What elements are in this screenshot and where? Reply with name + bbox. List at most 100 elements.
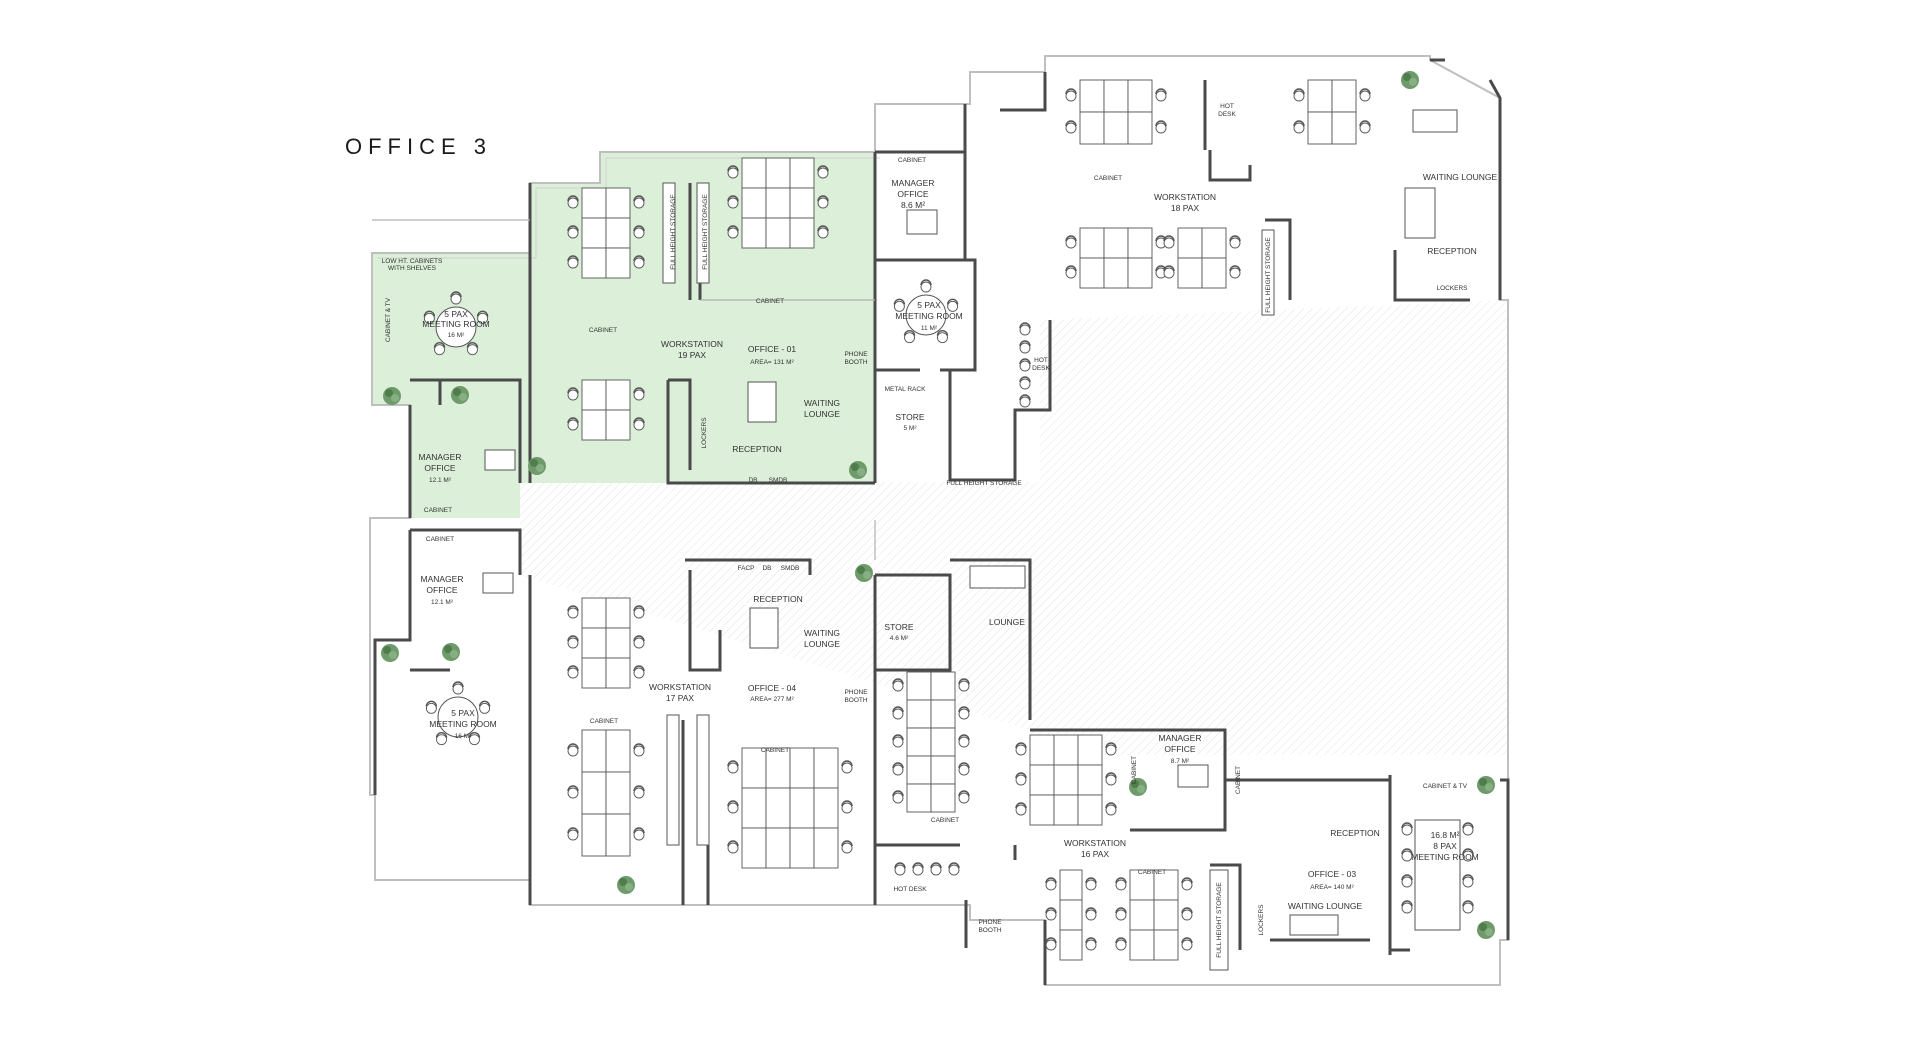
meeting-room-02-label-2: MEETING ROOM (895, 311, 963, 321)
workstation-04-label-1: WORKSTATION (649, 682, 711, 692)
cabinet-01-label: CABINET (424, 507, 452, 514)
chair (958, 790, 970, 804)
cabinet-03b-label: CABINET (1131, 756, 1138, 784)
meeting-table-office-03 (1414, 819, 1461, 931)
desk (1127, 79, 1153, 113)
desk (906, 783, 932, 813)
chair (1401, 822, 1413, 836)
cabinet-04c-label: CABINET (761, 747, 789, 754)
manager-office-04-label-2: OFFICE (426, 585, 457, 595)
chair (841, 760, 853, 774)
reception-02-label: RECEPTION (1427, 246, 1477, 256)
meeting-table-office-01 (435, 306, 477, 348)
phone-booth-01-label-2: BOOTH (844, 359, 867, 366)
chair (892, 678, 904, 692)
desk (906, 699, 932, 729)
chair (841, 800, 853, 814)
waiting-lounge-02-label: WAITING LOUNGE (1423, 172, 1498, 182)
db-04-label: DB (762, 565, 771, 572)
full-height-storage-02b-label: FULL HEIGHT STORAGE (946, 480, 1022, 487)
desk (1153, 899, 1179, 931)
meeting-room-03-label-3: MEETING ROOM (1411, 852, 1479, 862)
chair (1462, 900, 1474, 914)
desk (741, 217, 767, 249)
chair (567, 255, 579, 269)
manager-office-03-label-3: 8.7 M² (1171, 758, 1190, 765)
cabinet-01c-label: CABINET (756, 298, 784, 305)
desk (930, 671, 956, 701)
facp-04-label: FACP (738, 565, 755, 572)
desk (741, 787, 767, 829)
chair (633, 225, 645, 239)
chair (1065, 88, 1077, 102)
phone-booth-04-label-1: PHONE (844, 689, 868, 696)
workstation-01-label-2: 19 PAX (678, 350, 707, 360)
hot-desk-02b-label-2: DESK (1218, 111, 1236, 118)
chair (466, 341, 479, 356)
chair (1045, 877, 1057, 891)
desk (1127, 227, 1153, 259)
chair (433, 341, 446, 356)
desk (605, 729, 631, 773)
manager-office-03-label-2: OFFICE (1164, 744, 1195, 754)
full-height-storage-02 (1261, 229, 1275, 316)
desk (906, 755, 932, 785)
office-03-name: OFFICE - 03 (1308, 869, 1356, 879)
reception-01-label: RECEPTION (732, 444, 782, 454)
chair (633, 195, 645, 209)
desk (581, 729, 607, 773)
desk (581, 379, 607, 411)
desk (1201, 257, 1227, 289)
desk (1059, 929, 1083, 961)
desk (765, 217, 791, 249)
desk (789, 787, 815, 829)
desk-manager-04 (482, 572, 514, 594)
cabinet-04d-label: CABINET (931, 817, 959, 824)
desk (581, 247, 607, 279)
store-04-label-1: STORE (884, 622, 913, 632)
chair (633, 785, 645, 799)
desk-manager-02 (906, 209, 938, 235)
desk (1077, 764, 1103, 796)
full-height-storage-01b (696, 182, 710, 284)
manager-office-02-label-1: MANAGER (892, 178, 935, 188)
office-03-walls (1030, 728, 1510, 985)
desk (1129, 869, 1155, 901)
chair (1401, 900, 1413, 914)
waiting-lounge-01-label-2: LOUNGE (804, 409, 840, 419)
desk (930, 755, 956, 785)
chair (958, 706, 970, 720)
desk (1127, 257, 1153, 289)
plant-icon (1401, 71, 1419, 89)
chair (567, 665, 579, 679)
store-02-label-2: 5 M² (904, 425, 918, 432)
chair (958, 762, 970, 776)
desk (741, 747, 767, 789)
phone-booth-01-label-1: PHONE (844, 351, 868, 358)
manager-office-01-label-3: 12.1 M² (429, 477, 452, 484)
manager-office-01-label-1: MANAGER (419, 452, 462, 462)
chair (567, 387, 579, 401)
desk (906, 671, 932, 701)
desk (1079, 79, 1105, 113)
chair (633, 605, 645, 619)
chair (936, 329, 949, 344)
desk (581, 813, 607, 857)
desk (741, 157, 767, 189)
desk (930, 727, 956, 757)
chair (1105, 772, 1117, 786)
cabinet-tv-01-label: CABINET & TV (385, 297, 392, 342)
desk (581, 187, 607, 219)
plant-icon (383, 387, 401, 405)
chair (478, 700, 491, 715)
office-03-area: AREA= 140 M² (1310, 884, 1354, 891)
desk (1077, 794, 1103, 826)
office-02-walls (875, 58, 1502, 482)
office-01-name: OFFICE - 01 (748, 344, 796, 354)
desk (930, 783, 956, 813)
chair (1293, 88, 1305, 102)
chair (1085, 907, 1097, 921)
chair (903, 329, 916, 344)
chair (1045, 907, 1057, 921)
